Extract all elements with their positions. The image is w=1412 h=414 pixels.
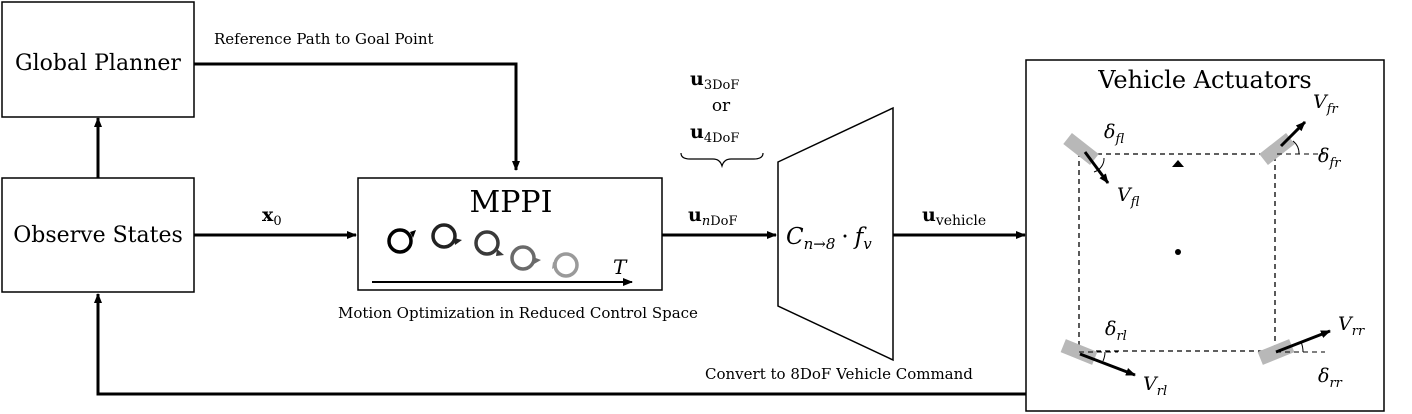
converter-c: C xyxy=(786,224,804,250)
u-ndof-sub-dof: DoF xyxy=(710,214,737,229)
x0-sub: 0 xyxy=(273,214,281,229)
wheel-rr-speed-label: Vrr xyxy=(1338,313,1365,339)
wheel-fr-velocity-arrow xyxy=(1279,120,1307,148)
trajectory-node-4 xyxy=(510,245,541,271)
trajectory-node-5 xyxy=(552,252,579,278)
wheel-rl-speed-label: Vrl xyxy=(1143,373,1167,399)
u3dof-label: u3DoF xyxy=(690,68,739,93)
heading-marker xyxy=(1172,160,1184,167)
arrow-reference-path xyxy=(194,62,520,171)
wheel-fl-velocity-arrow xyxy=(1083,151,1110,184)
observe-states-label: Observe States xyxy=(13,223,183,248)
converter-f-sub: v xyxy=(863,235,872,253)
converter-function: Cn→8 ·fv xyxy=(786,224,872,253)
u-vehicle-base: u xyxy=(922,204,936,226)
u4dof-label: u4DoF xyxy=(690,121,739,146)
trajectory-node-3 xyxy=(474,230,504,256)
trajectory-node-1 xyxy=(387,228,416,254)
convert-caption: Convert to 8DoF Vehicle Command xyxy=(705,365,973,383)
wheel-fl-steer-label: δfl xyxy=(1104,121,1124,147)
mppi-title: MPPI xyxy=(470,185,553,220)
or-label: or xyxy=(712,96,731,116)
wheel-rl-steer-label: δrl xyxy=(1105,318,1127,344)
u-vehicle-sub: vehicle xyxy=(935,213,986,229)
wheel-rr-velocity-arrow xyxy=(1275,329,1331,354)
u4-base: u xyxy=(690,121,704,143)
u-ndof-base: u xyxy=(688,204,702,226)
reference-path-label: Reference Path to Goal Point xyxy=(214,30,434,48)
arrow-feedback xyxy=(94,293,1026,396)
global-planner-block xyxy=(1,1,195,118)
vehicle-actuators-title: Vehicle Actuators xyxy=(1097,66,1311,94)
vehicle-chassis xyxy=(1078,153,1276,352)
converter-c-sub: n→8 xyxy=(804,235,836,253)
time-horizon-label: T xyxy=(613,255,628,279)
wheel-front-right: Vfr δfr xyxy=(1259,91,1341,171)
vehicle-center xyxy=(1175,249,1181,255)
mppi-trajectory xyxy=(387,223,579,278)
converter-f: f xyxy=(853,224,867,250)
control-options: u3DoF or u4DoF xyxy=(680,68,764,169)
wheel-front-left: δfl Vfl xyxy=(1063,121,1140,210)
x0-label: x0 xyxy=(262,204,282,229)
u-ndof-sub-n: n xyxy=(702,214,710,229)
x0-base: x xyxy=(262,204,274,226)
wheel-fr-speed-label: Vfr xyxy=(1313,91,1339,117)
u3-base: u xyxy=(690,68,704,90)
wheel-fl-speed-label: Vfl xyxy=(1117,184,1140,210)
observe-states-block xyxy=(1,177,195,293)
wheel-rear-right: Vrr δrr xyxy=(1257,313,1365,391)
converter-dot: · xyxy=(841,224,848,250)
global-planner-label: Global Planner xyxy=(15,51,181,76)
u3-sub: 3DoF xyxy=(704,78,740,93)
u-vehicle-label: uvehicle xyxy=(922,204,986,229)
u-ndof-sub: nDoF xyxy=(702,214,738,229)
u4-sub: 4DoF xyxy=(704,131,740,146)
wheel-rr-steer-label: δrr xyxy=(1318,365,1343,391)
u-ndof-label: unDoF xyxy=(688,204,737,229)
wheel-rl-velocity-arrow xyxy=(1079,352,1136,377)
motion-optimization-caption: Motion Optimization in Reduced Control S… xyxy=(338,304,698,322)
wheel-rear-left: δrl Vrl xyxy=(1060,318,1167,399)
converter-block xyxy=(777,106,894,362)
wheel-fr-steer-label: δfr xyxy=(1318,145,1341,171)
options-brace xyxy=(680,152,764,169)
trajectory-node-2 xyxy=(431,223,462,249)
